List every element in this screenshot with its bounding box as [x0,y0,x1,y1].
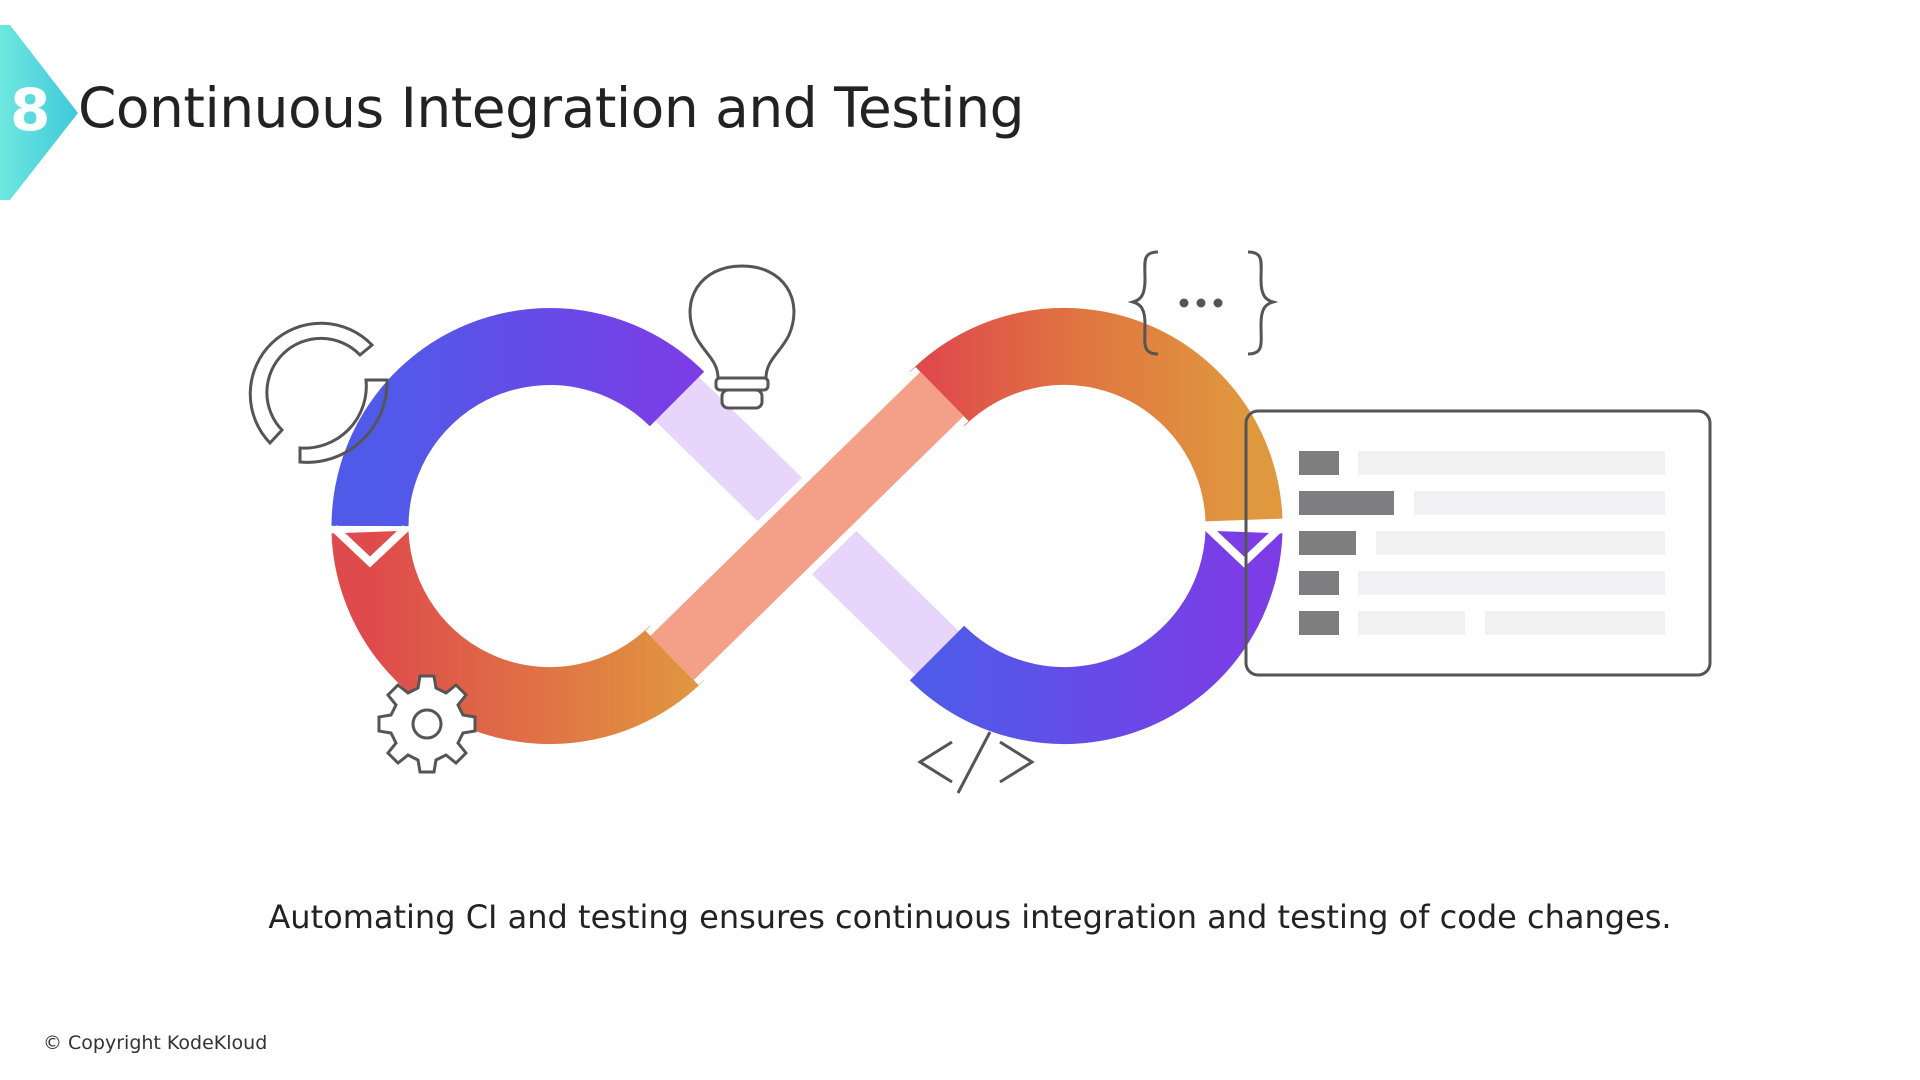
slide-title: Continuous Integration and Testing [78,76,1024,140]
right-top-arc [909,307,1283,523]
code-icon [917,731,1035,794]
lightbulb-icon [688,264,796,410]
gear-icon [377,674,477,774]
copyright-notice: © Copyright KodeKloud [43,1032,268,1054]
list-card-icon [1244,409,1712,677]
slide-number-badge [0,25,78,200]
right-bottom-arc [909,529,1283,745]
left-bottom-arc [331,529,705,745]
slide-subtitle: Automating CI and testing ensures contin… [268,898,1672,936]
braces-icon [1127,250,1279,356]
salmon-band [645,366,969,686]
slide-number: 8 [10,76,51,144]
refresh-icon [248,321,389,464]
left-top-arc [331,308,705,527]
